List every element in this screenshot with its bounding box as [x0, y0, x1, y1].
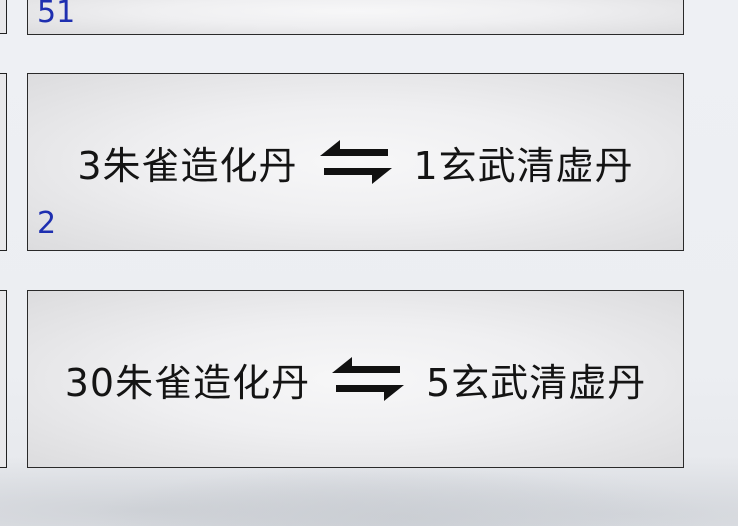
- receive-item-label: 5玄武清虚丹: [426, 360, 647, 405]
- trade-card-1[interactable]: 51: [27, 0, 684, 35]
- trade-row: 30朱雀造化丹 5玄武清虚丹: [28, 291, 683, 467]
- swap-arrows-icon: [332, 357, 405, 401]
- give-item-label: 3朱雀造化丹: [77, 143, 298, 188]
- left-column-edge-middle: [0, 73, 7, 251]
- trade-card-3[interactable]: 30朱雀造化丹 5玄武清虚丹: [27, 290, 684, 468]
- swap-arrows-icon: [319, 140, 392, 184]
- receive-item-label: 1玄武清虚丹: [413, 143, 634, 188]
- trade-row: 3朱雀造化丹 1玄武清虚丹: [28, 74, 683, 250]
- give-item-label: 30朱雀造化丹: [64, 360, 311, 405]
- left-column-edge-top: [0, 0, 7, 34]
- trade-card-2[interactable]: 3朱雀造化丹 1玄武清虚丹 2: [27, 73, 684, 251]
- left-column-edge-bottom: [0, 290, 7, 468]
- trade-count: 51: [37, 0, 76, 30]
- trade-count: 2: [37, 206, 57, 241]
